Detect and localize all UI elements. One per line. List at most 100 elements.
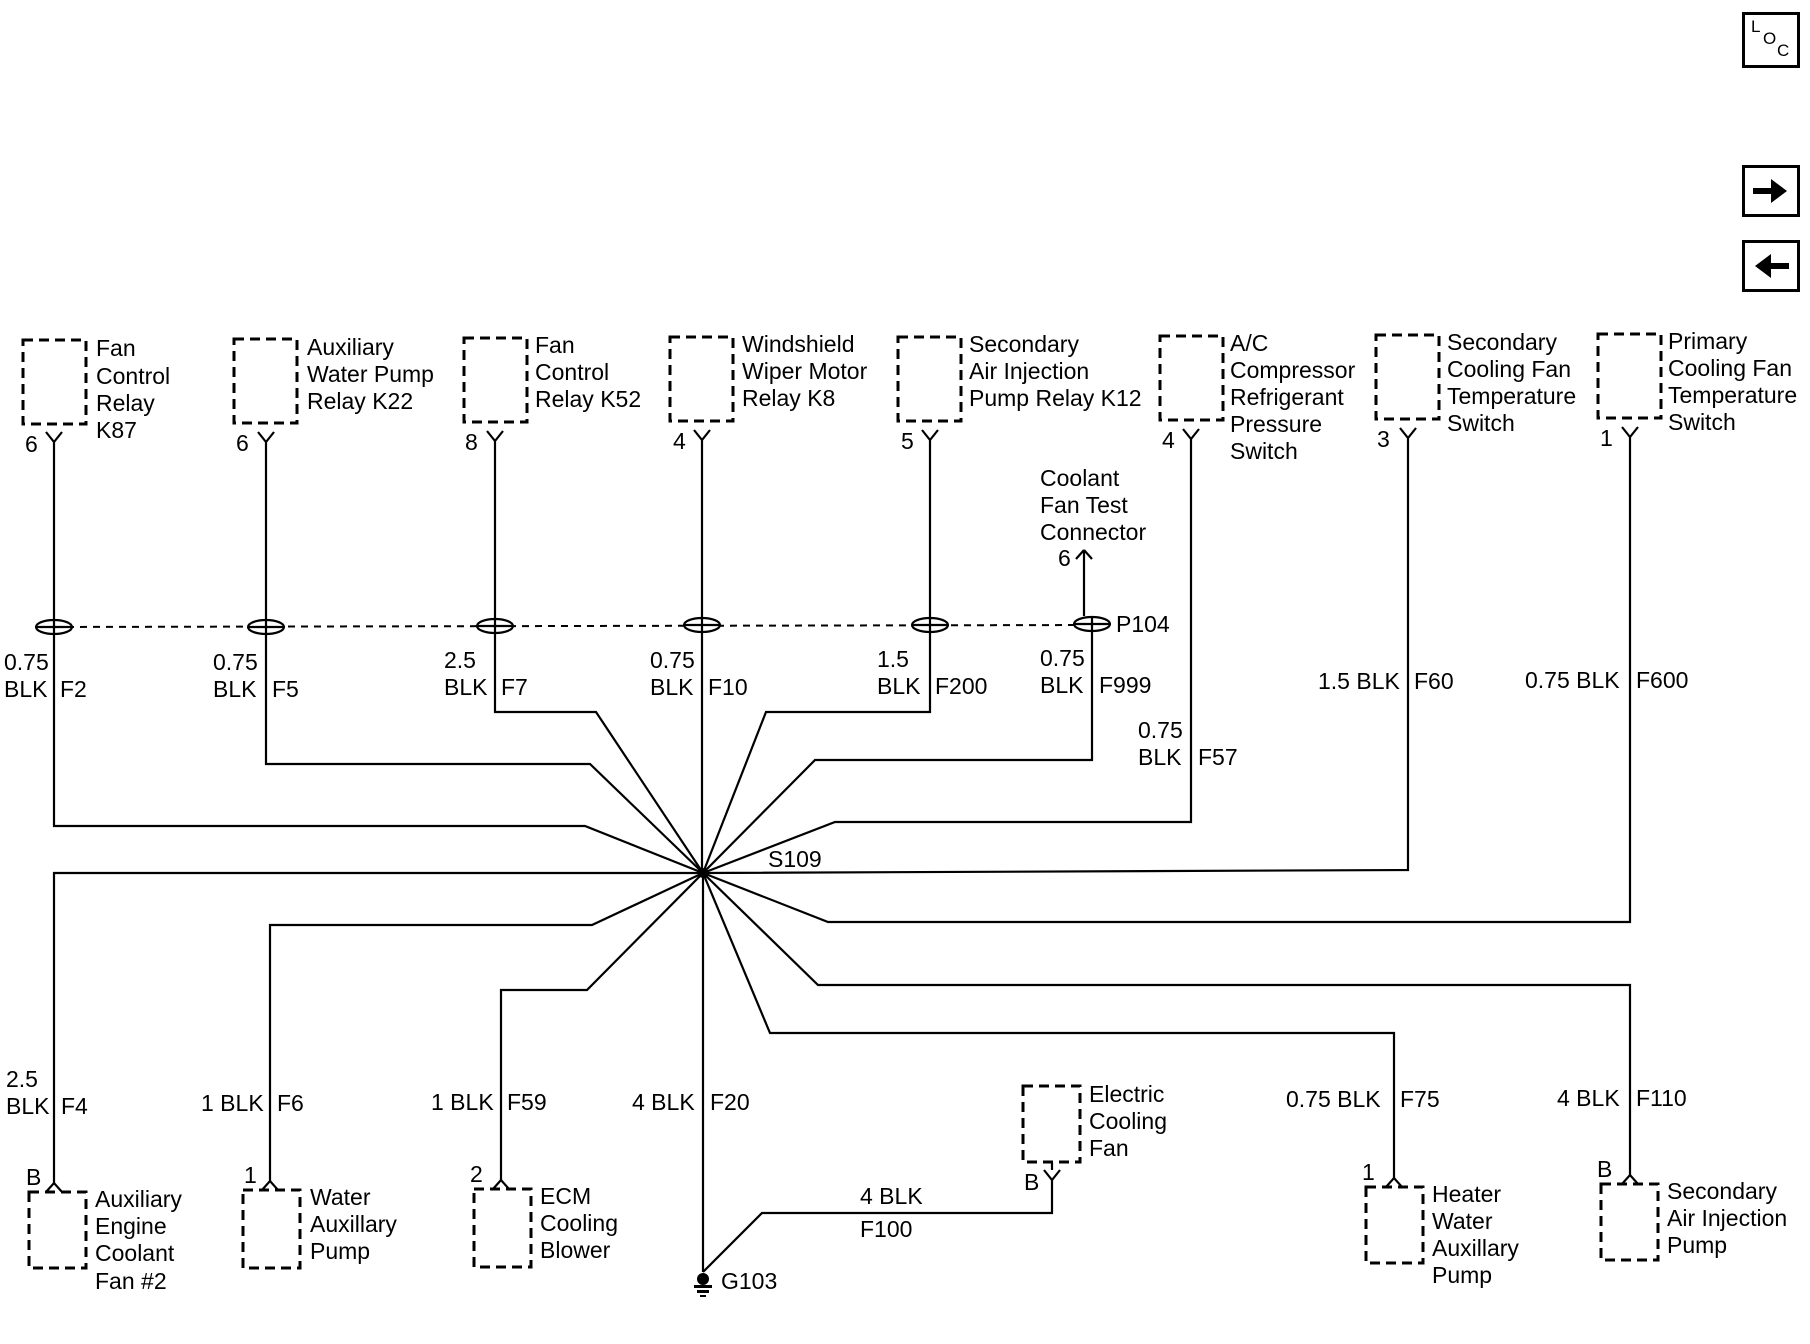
svg-text:Secondary: Secondary [1447, 329, 1557, 355]
svg-text:F6: F6 [277, 1090, 304, 1116]
svg-text:Fan: Fan [96, 335, 136, 361]
svg-text:Pressure: Pressure [1230, 411, 1322, 437]
previous-page-button[interactable] [1742, 240, 1800, 292]
svg-text:Temperature: Temperature [1447, 383, 1576, 409]
svg-text:4 BLK: 4 BLK [1557, 1085, 1620, 1111]
svg-text:BLK: BLK [6, 1093, 50, 1119]
pin-markers-top [45, 426, 1639, 450]
component-ecm-cooling-blower: 2 ECM Cooling Blower [470, 1161, 618, 1269]
pin-markers-bottom [45, 1162, 1639, 1193]
component-aux-engine-coolant-fan-2: B Auxiliary Engine Coolant Fan #2 [26, 1164, 182, 1294]
svg-text:F20: F20 [710, 1089, 750, 1115]
svg-text:Switch: Switch [1668, 409, 1736, 435]
svg-text:Pump Relay K12: Pump Relay K12 [969, 385, 1142, 411]
component-electric-cooling-fan: Electric Cooling Fan B [1021, 1081, 1167, 1195]
svg-text:0.75: 0.75 [650, 647, 695, 673]
svg-text:Cooling: Cooling [540, 1210, 618, 1236]
svg-text:Cooling Fan: Cooling Fan [1668, 355, 1792, 381]
svg-text:2.5: 2.5 [444, 647, 476, 673]
svg-text:F7: F7 [501, 674, 528, 700]
next-page-button[interactable] [1742, 165, 1800, 217]
coolant-fan-test-connector: Coolant Fan Test Connector 6 [1040, 465, 1146, 616]
svg-text:6: 6 [25, 431, 38, 457]
component-ac-pressure-switch: A/C Compressor Refrigerant Pressure Swit… [1158, 330, 1356, 464]
svg-text:Control: Control [535, 359, 609, 385]
svg-text:4 BLK: 4 BLK [632, 1089, 695, 1115]
svg-text:B: B [1597, 1156, 1612, 1182]
svg-text:Secondary: Secondary [1667, 1178, 1777, 1204]
svg-text:Windshield: Windshield [742, 331, 855, 357]
svg-text:F59: F59 [507, 1089, 547, 1115]
loc-button[interactable]: L O C [1742, 12, 1800, 68]
wire-labels-bottom: 2.5 BLK F4 1 BLK F6 1 BLK F59 4 BLK F20 … [6, 1066, 1687, 1242]
svg-text:5: 5 [901, 428, 914, 454]
svg-text:BLK: BLK [4, 676, 48, 702]
svg-text:F600: F600 [1636, 667, 1688, 693]
svg-text:1 BLK: 1 BLK [431, 1089, 494, 1115]
svg-text:Water Pump: Water Pump [307, 361, 434, 387]
svg-text:BLK: BLK [1040, 672, 1084, 698]
svg-text:K87: K87 [96, 417, 137, 443]
svg-text:Cooling Fan: Cooling Fan [1447, 356, 1571, 382]
svg-text:Refrigerant: Refrigerant [1230, 384, 1344, 410]
svg-text:Electric: Electric [1089, 1081, 1164, 1107]
component-secondary-air-injection-relay-k12: Secondary Air Injection Pump Relay K12 5 [896, 331, 1142, 454]
svg-text:Wiper Motor: Wiper Motor [742, 358, 868, 384]
component-fan-control-relay-k52: Fan Control Relay K52 8 [462, 332, 641, 455]
wire-labels-top: 0.75 BLK F2 0.75 BLK F5 2.5 BLK F7 0.75 … [4, 645, 1688, 770]
splice-s109-label: S109 [768, 846, 822, 872]
svg-text:Connector: Connector [1040, 519, 1146, 545]
svg-text:F999: F999 [1099, 672, 1151, 698]
svg-text:4: 4 [673, 428, 686, 454]
svg-text:F2: F2 [60, 676, 87, 702]
svg-text:6: 6 [1058, 545, 1071, 571]
component-aux-water-pump-relay-k22: Auxiliary Water Pump Relay K22 6 [232, 334, 434, 456]
svg-text:Auxillary: Auxillary [310, 1211, 397, 1237]
svg-text:BLK: BLK [877, 673, 921, 699]
svg-text:0.75: 0.75 [1138, 717, 1183, 743]
svg-text:Fan: Fan [535, 332, 575, 358]
svg-text:6: 6 [236, 430, 249, 456]
svg-text:F57: F57 [1198, 744, 1238, 770]
component-heater-water-auxillary-pump: 1 Heater Water Auxillary Pump [1362, 1159, 1519, 1288]
svg-text:F4: F4 [61, 1093, 88, 1119]
loc-letter-c: C [1777, 41, 1790, 60]
component-primary-fan-temp-switch: Primary Cooling Fan Temperature Switch 1 [1596, 328, 1797, 451]
ground-g103-icon [694, 1273, 712, 1297]
svg-text:Blower: Blower [540, 1237, 611, 1263]
svg-text:4 BLK: 4 BLK [860, 1183, 923, 1209]
svg-text:1: 1 [1362, 1159, 1375, 1185]
svg-text:Fan Test: Fan Test [1040, 492, 1128, 518]
svg-text:Compressor: Compressor [1230, 357, 1356, 383]
svg-text:4: 4 [1162, 427, 1175, 453]
svg-text:0.75: 0.75 [1040, 645, 1085, 671]
svg-text:F100: F100 [860, 1216, 912, 1242]
svg-text:BLK: BLK [444, 674, 488, 700]
svg-text:B: B [1024, 1169, 1039, 1195]
svg-text:3: 3 [1377, 426, 1390, 452]
svg-text:Fan: Fan [1089, 1135, 1129, 1161]
svg-text:Relay K8: Relay K8 [742, 385, 835, 411]
svg-text:1 BLK: 1 BLK [201, 1090, 264, 1116]
svg-text:1.5: 1.5 [877, 646, 909, 672]
svg-text:0.75 BLK: 0.75 BLK [1525, 667, 1620, 693]
svg-text:1: 1 [1600, 425, 1613, 451]
svg-text:Primary: Primary [1668, 328, 1748, 354]
component-water-auxillary-pump: 1 Water Auxillary Pump [241, 1162, 397, 1270]
svg-text:Pump: Pump [310, 1238, 370, 1264]
component-secondary-air-injection-pump: B Secondary Air Injection Pump [1597, 1156, 1787, 1262]
connector-p104-pins [34, 615, 1112, 636]
svg-text:A/C: A/C [1230, 330, 1268, 356]
svg-text:Air Injection: Air Injection [1667, 1205, 1787, 1231]
wires-top [52, 445, 1632, 924]
component-fan-control-relay-k87: Fan Control Relay K87 6 [21, 335, 170, 457]
svg-text:Pump: Pump [1667, 1232, 1727, 1258]
svg-text:2.5: 2.5 [6, 1066, 38, 1092]
svg-text:Relay: Relay [96, 390, 155, 416]
svg-text:Secondary: Secondary [969, 331, 1079, 357]
svg-text:Water: Water [1432, 1208, 1493, 1234]
svg-text:F5: F5 [272, 676, 299, 702]
svg-text:Coolant: Coolant [95, 1240, 175, 1266]
svg-text:Auxiliary: Auxiliary [307, 334, 394, 360]
